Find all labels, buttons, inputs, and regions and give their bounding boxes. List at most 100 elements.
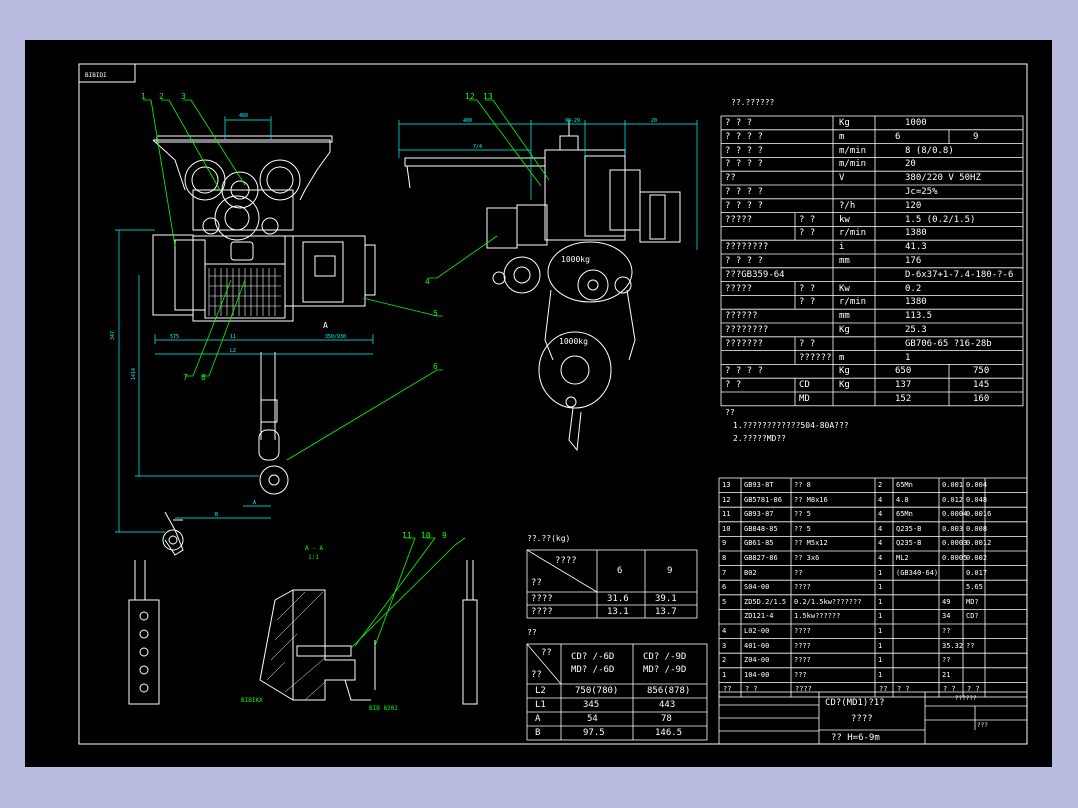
- section-label: A - A: [305, 545, 323, 552]
- callout-4: 4: [425, 277, 430, 286]
- tech-row-value: 0.2: [905, 283, 922, 294]
- parts-cell-no: 2: [722, 656, 727, 665]
- inner-frame: [78, 63, 1028, 745]
- parts-cell-name: ????: [794, 583, 811, 592]
- tech-row-name: ? ? ? ?: [725, 200, 763, 211]
- tech-row-name: ? ? ? ?: [725, 256, 763, 266]
- parts-table-grid: [718, 477, 1028, 698]
- tech-row-name: ?????: [725, 283, 753, 294]
- parts-cell-qty: 4: [878, 554, 883, 562]
- parts-cell-code: GB827-86: [744, 554, 778, 562]
- corner-label: BIBIDI: [85, 72, 107, 79]
- tech-row-name: ?????: [725, 214, 753, 225]
- parts-cell-w1: 0.012: [942, 495, 964, 504]
- parts-cell-qty: 1: [878, 597, 883, 606]
- tech-row-v1: 650: [895, 366, 912, 377]
- parts-cell-qty: 1: [878, 568, 883, 577]
- tech-row-v2: 9: [973, 131, 979, 142]
- weight-table-grid: [526, 549, 698, 619]
- tech-row-name: ? ? ? ?: [725, 159, 763, 170]
- dim-top3: 90-29: [565, 118, 580, 124]
- callout-9: 9: [442, 531, 447, 540]
- parts-cell-code: GB848-85: [744, 524, 778, 533]
- parts-cell-w1: ??: [942, 656, 951, 665]
- callout-12: 12: [465, 92, 475, 101]
- parts-cell-no: 4: [722, 627, 727, 635]
- title-block-grid: [718, 691, 1028, 745]
- dim-table-title: ??: [527, 628, 537, 637]
- weight-row1-label: ????: [531, 594, 553, 604]
- tech-row-value: 8 (8/0.8): [905, 145, 954, 156]
- dim-wc: L2: [230, 348, 236, 354]
- dim-col2-a: CD? /-9D: [643, 652, 687, 662]
- parts-cell-no: 6: [722, 583, 727, 592]
- dim-col2-b: MD? /-9D: [643, 665, 687, 675]
- tech-row-value: 1: [905, 352, 911, 363]
- front-dim-labels: 480 347 1414 575 350/930 11 L2 B A: [110, 113, 346, 518]
- parts-cell-no: 11: [722, 510, 731, 519]
- dim-w2: 350/930: [325, 334, 346, 340]
- tech-row-unit: ?/h: [839, 200, 856, 211]
- section-ratio: 1:1: [308, 554, 319, 561]
- tech-row-unit: Kg: [839, 118, 850, 128]
- parts-cell-no: 8: [722, 554, 727, 562]
- parts-cell-no: 3: [722, 641, 727, 650]
- parts-cell-w2: 0.002: [966, 554, 988, 562]
- tech-row-unit: m/min: [839, 145, 867, 156]
- dim-height2: 1414: [131, 368, 137, 380]
- dim-top2: 400: [463, 118, 472, 124]
- parts-header-qty: ??: [879, 685, 888, 694]
- tech-row-value: GB706-65 ?16-28b: [905, 338, 992, 349]
- tech-row-unit: Kg: [839, 380, 850, 391]
- parts-cell-code: GB5781-86: [744, 495, 782, 504]
- callout-13: 13: [483, 92, 493, 101]
- parts-cell-w1: 0.0004: [942, 510, 968, 519]
- parts-cell-code: GB93-8T: [744, 481, 774, 489]
- tech-row-unit: mm: [839, 256, 850, 266]
- parts-cell-qty: 4: [878, 510, 883, 519]
- tech-heading: ??.??????: [731, 98, 775, 107]
- callout-1: 1: [141, 92, 146, 101]
- notes-heading: ??: [725, 408, 735, 417]
- callout-5: 5: [433, 309, 438, 318]
- dim-r2-v1: 345: [583, 700, 600, 710]
- note-2: 2.?????MD??: [733, 434, 786, 443]
- dim-r2-label: L1: [535, 700, 546, 710]
- title-main: CD?(MD1)?1?: [825, 698, 885, 708]
- parts-cell-code: GB93-87: [744, 510, 774, 519]
- tech-row-name: ? ?: [725, 380, 742, 391]
- parts-cell-no: 1: [722, 670, 727, 679]
- parts-cell-name: 1.5kw??????: [794, 612, 841, 621]
- parts-cell-qty: 4: [878, 539, 883, 548]
- weight-row1-v1: 31.6: [607, 594, 629, 604]
- tech-row-unit: r/min: [839, 297, 867, 308]
- tech-row-sub: MD: [799, 394, 810, 404]
- tech-row-value: 176: [905, 256, 922, 266]
- parts-cell-code: L02-00: [744, 627, 770, 635]
- callouts: 1 2 3 4 5 6 7 8 9 10 11 12 13: [141, 92, 493, 540]
- section-labels: A - A 1:1 BIBIKX BIB 8202: [241, 545, 398, 712]
- dim-w1: 575: [170, 334, 179, 340]
- parts-cell-qty: 4: [878, 524, 883, 533]
- tech-row-name: ????????: [725, 242, 769, 253]
- parts-cell-qty: 1: [878, 656, 883, 665]
- title-sub: ????: [851, 714, 873, 724]
- parts-cell-mat: ML2: [896, 554, 909, 562]
- parts-cell-code: 401-00: [744, 641, 770, 650]
- note-1: 1.????????????504-80A???: [733, 421, 849, 430]
- side-dims: [398, 120, 698, 250]
- parts-cell-qty: 4: [878, 495, 883, 504]
- tech-row-value: 120: [905, 200, 922, 211]
- dim-r1-label: L2: [535, 686, 546, 696]
- tech-row-v1: 137: [895, 380, 912, 391]
- tech-row-value: 1380: [905, 297, 927, 308]
- parts-cell-name: ?? 5: [794, 510, 811, 519]
- parts-cell-qty: 1: [878, 627, 883, 635]
- tech-row-name: ? ? ? ?: [725, 187, 763, 197]
- parts-cell-name: ?? 3x6: [794, 554, 820, 562]
- tech-row-unit: mm: [839, 311, 850, 322]
- tech-row-value: Jc=25%: [905, 187, 938, 197]
- tech-row-sub: ? ?: [799, 214, 816, 225]
- parts-cell-mat: Q235-B: [896, 524, 922, 533]
- dim-col1-b: MD? /-6D: [571, 665, 615, 675]
